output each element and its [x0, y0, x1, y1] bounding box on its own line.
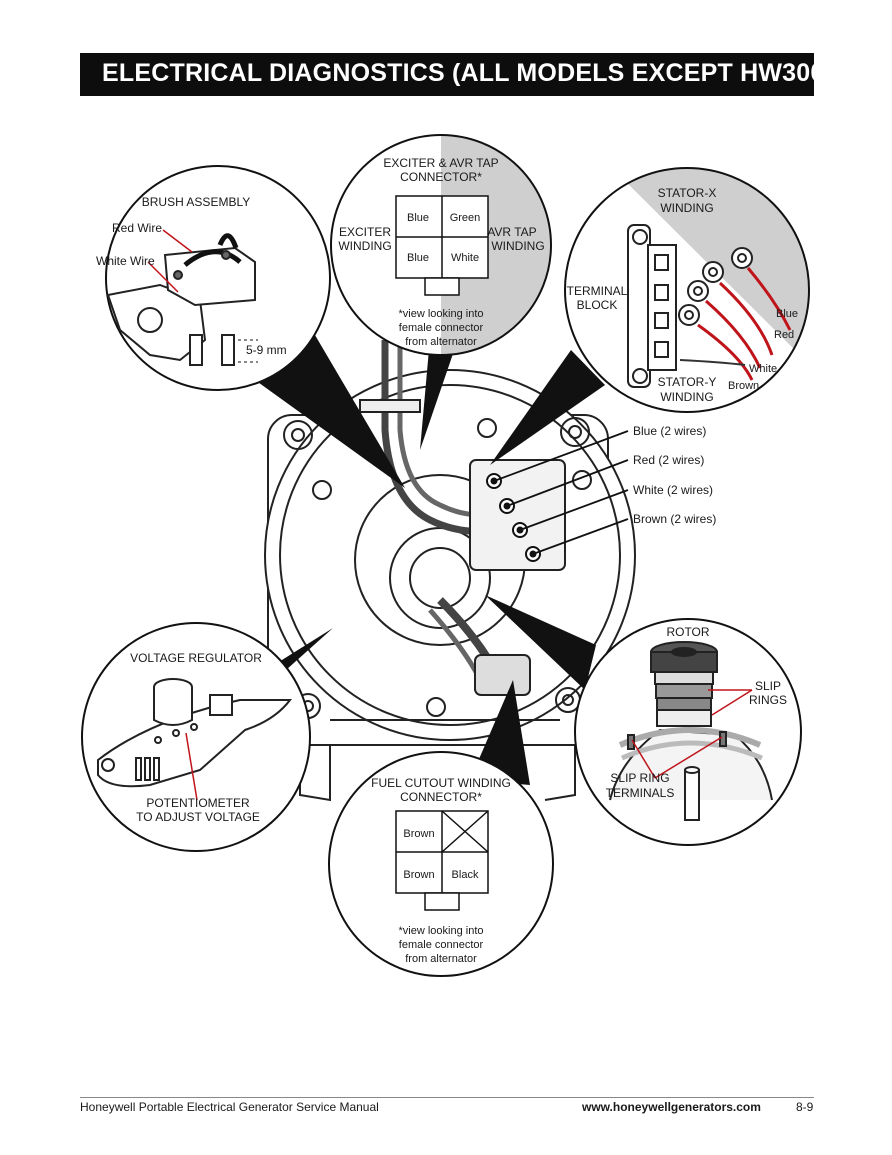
- fuel-connector-title-2: CONNECTOR*: [400, 790, 482, 804]
- brush-assembly-title: BRUSH ASSEMBLY: [142, 195, 250, 209]
- wire-label-white: White (2 wires): [633, 483, 713, 497]
- wire-label-blue: Blue (2 wires): [633, 424, 706, 438]
- exciter-cell-2: Green: [450, 212, 481, 224]
- avr-winding-label-1: AVR TAP: [487, 225, 536, 239]
- footer-page-number: 8-9: [796, 1100, 814, 1114]
- stator-y-label-2: WINDING: [660, 390, 713, 404]
- fuel-cell-1: Brown: [403, 828, 434, 840]
- potentiometer-label-1: POTENTIOMETER: [146, 796, 250, 810]
- white-wire-label: White Wire: [96, 254, 155, 268]
- terminal-block-label-2: BLOCK: [577, 298, 618, 312]
- exciter-cell-1: Blue: [407, 212, 429, 224]
- fuel-note-1: *view looking into: [399, 925, 484, 937]
- exciter-note-1: *view looking into: [399, 308, 484, 320]
- exciter-connector-title-2: CONNECTOR*: [400, 170, 482, 184]
- wire-label-red: Red (2 wires): [633, 453, 704, 467]
- gap-label: 5-9 mm: [246, 343, 287, 357]
- stator-y-label-1: STATOR-Y: [658, 375, 717, 389]
- exciter-note-2: female connector: [399, 322, 484, 334]
- fuel-cell-4: Black: [452, 869, 479, 881]
- slip-rings-label-1: SLIP: [755, 679, 781, 693]
- exciter-note-3: from alternator: [405, 336, 477, 348]
- fuel-note-2: female connector: [399, 939, 484, 951]
- fuel-connector-grid: [395, 810, 489, 911]
- stator-panel: STATOR-X WINDING TERMINAL BLOCK STATOR-Y…: [564, 167, 810, 413]
- footer-website-link[interactable]: www.honeywellgenerators.com: [582, 1100, 761, 1114]
- exciter-connector-title-1: EXCITER & AVR TAP: [383, 156, 498, 170]
- voltage-regulator-title: VOLTAGE REGULATOR: [130, 651, 262, 665]
- brush-assembly-panel: BRUSH ASSEMBLY Red Wire White Wire 5-9 m…: [96, 165, 331, 391]
- stator-x-label-1: STATOR-X: [658, 186, 717, 200]
- terminal-screws: [486, 473, 541, 562]
- slip-ring-terminals-label-2: TERMINALS: [606, 786, 675, 800]
- stator-brown-label: Brown: [728, 380, 759, 392]
- exciter-winding-label-2: WINDING: [338, 239, 391, 253]
- wire-callout-lines: [493, 430, 629, 555]
- wire-callout-labels: Blue (2 wires) Red (2 wires) White (2 wi…: [633, 424, 716, 526]
- page-title: ELECTRICAL DIAGNOSTICS (ALL MODELS EXCEP…: [102, 59, 870, 87]
- exciter-winding-label-1: EXCITER: [339, 225, 391, 239]
- voltage-regulator-panel: VOLTAGE REGULATOR POTENTIOMETER TO ADJUS…: [81, 622, 311, 852]
- footer-rule: [80, 1097, 814, 1098]
- slip-rings-label-2: RINGS: [749, 693, 787, 707]
- fuel-connector-title-1: FUEL CUTOUT WINDING: [371, 776, 511, 790]
- rotor-panel: ROTOR SLIP RINGS SLIP RING TERMINALS: [574, 618, 802, 846]
- terminal-block-label-1: TERMINAL: [567, 284, 628, 298]
- exciter-cell-4: White: [451, 252, 479, 264]
- fuel-note-3: from alternator: [405, 953, 477, 965]
- red-wire-label: Red Wire: [112, 221, 162, 235]
- title-bar: ELECTRICAL DIAGNOSTICS (ALL MODELS EXCEP…: [80, 53, 869, 96]
- stator-white-label: White: [749, 363, 777, 375]
- fuel-connector-panel: FUEL CUTOUT WINDING CONNECTOR* Brown Bro…: [328, 751, 554, 977]
- exciter-connector-panel: EXCITER & AVR TAP CONNECTOR* EXCITER WIN…: [330, 134, 552, 356]
- exciter-connector-grid: [395, 195, 489, 296]
- callout-wedges: [255, 330, 605, 785]
- fuel-cell-3: Brown: [403, 869, 434, 881]
- rotor-title: ROTOR: [666, 625, 709, 639]
- stator-red-label: Red: [774, 329, 794, 341]
- avr-winding-label-2: WINDING: [491, 239, 544, 253]
- wire-label-brown: Brown (2 wires): [633, 512, 716, 526]
- stator-blue-label: Blue: [776, 308, 798, 320]
- stator-x-label-2: WINDING: [660, 201, 713, 215]
- potentiometer-label-2: TO ADJUST VOLTAGE: [136, 810, 260, 824]
- footer-manual-title: Honeywell Portable Electrical Generator …: [80, 1100, 379, 1114]
- slip-ring-terminals-label-1: SLIP RING: [610, 771, 669, 785]
- exciter-cell-3: Blue: [407, 252, 429, 264]
